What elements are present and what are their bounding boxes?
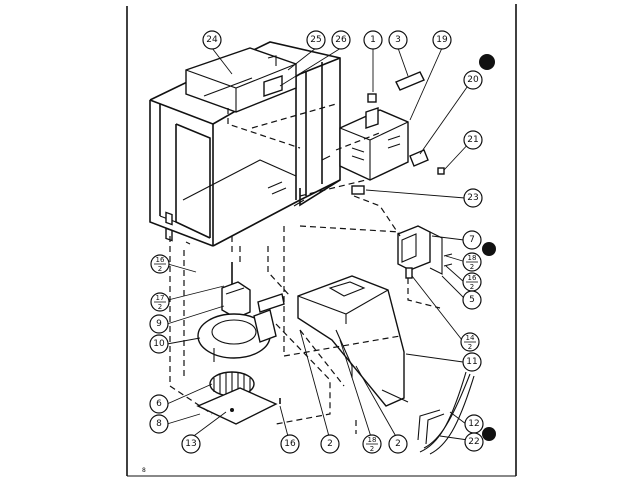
svg-text:19: 19 — [436, 35, 448, 45]
bracket-small-part — [351, 185, 365, 195]
svg-text:2: 2 — [470, 283, 474, 291]
top-cover-part — [185, 47, 297, 113]
svg-text:5: 5 — [469, 295, 475, 305]
svg-text:12: 12 — [468, 419, 479, 429]
cabinet-frame — [149, 41, 341, 247]
svg-text:22: 22 — [468, 437, 479, 447]
svg-text:18: 18 — [368, 436, 377, 444]
tube-part — [395, 71, 425, 91]
fan-motor-part — [221, 281, 285, 319]
svg-text:2: 2 — [395, 439, 401, 449]
callout-24: 24 — [202, 30, 222, 50]
svg-text:26: 26 — [335, 35, 347, 45]
callout-16-2-right: 16 2 — [462, 272, 482, 292]
thermal-switch-part — [409, 149, 429, 167]
callout-12: 12 — [464, 414, 484, 434]
callout-18-2-bottom: 18 2 — [362, 434, 382, 454]
callout-17-2: 17 2 — [150, 292, 170, 312]
callout-26: 26 — [331, 30, 351, 50]
svg-text:25: 25 — [310, 35, 321, 45]
callout-5: 5 — [462, 290, 482, 310]
svg-text:11: 11 — [466, 357, 477, 367]
nut-part — [367, 93, 377, 103]
svg-text:13: 13 — [185, 439, 196, 449]
callout-14-2: 14 2 — [460, 332, 480, 352]
callout-18-2: 18 2 — [462, 252, 482, 272]
callout-23: 23 — [463, 188, 483, 208]
svg-text:6: 6 — [156, 399, 162, 409]
screw-part — [437, 167, 445, 175]
callout-11: 11 — [462, 352, 482, 372]
svg-text:3: 3 — [395, 35, 401, 45]
callout-21: 21 — [463, 130, 483, 150]
svg-text:24: 24 — [206, 35, 218, 45]
callout-9: 9 — [149, 314, 169, 334]
callout-25: 25 — [306, 30, 326, 50]
callout-16: 16 — [280, 434, 300, 454]
svg-text:16: 16 — [468, 274, 477, 282]
callout-leaders — [166, 47, 473, 445]
screws-pair — [443, 253, 453, 267]
air-duct-part — [297, 275, 409, 407]
switch-bracket-part — [397, 225, 443, 279]
callout-6: 6 — [149, 394, 169, 414]
callout-13: 13 — [181, 434, 201, 454]
registration-dot-bottom — [482, 427, 496, 441]
callout-20: 20 — [463, 70, 483, 90]
callout-16-2-left: 16 2 — [150, 254, 170, 274]
svg-text:16: 16 — [156, 256, 165, 264]
callout-19: 19 — [432, 30, 452, 50]
svg-text:2: 2 — [158, 265, 162, 273]
wire-harness-part — [417, 371, 475, 455]
svg-text:2: 2 — [468, 343, 472, 351]
callout-8: 8 — [149, 414, 169, 434]
registration-dot-top — [479, 54, 495, 70]
base-plate-part — [196, 387, 278, 425]
callout-2-right: 2 — [388, 434, 408, 454]
svg-text:8: 8 — [156, 419, 162, 429]
callout-10: 10 — [149, 334, 169, 354]
registration-dot-middle — [482, 242, 496, 256]
svg-text:9: 9 — [156, 319, 162, 329]
assembly-guide-lines — [169, 103, 441, 434]
svg-text:7: 7 — [469, 235, 475, 245]
svg-text:10: 10 — [153, 339, 165, 349]
svg-text:17: 17 — [156, 294, 165, 302]
magnetron-part — [339, 107, 409, 181]
callout-7: 7 — [462, 230, 482, 250]
svg-text:2: 2 — [470, 263, 474, 271]
bracket-parts — [263, 55, 283, 97]
svg-text:2: 2 — [158, 303, 162, 311]
callout-22: 22 — [464, 432, 484, 452]
svg-text:16: 16 — [284, 439, 296, 449]
corner-mark: 8 — [142, 467, 146, 474]
svg-text:2: 2 — [370, 445, 374, 453]
callout-2-left: 2 — [320, 434, 340, 454]
callout-3: 3 — [388, 30, 408, 50]
svg-text:20: 20 — [467, 75, 479, 85]
svg-text:2: 2 — [327, 439, 333, 449]
blower-housing-part — [197, 309, 277, 362]
svg-text:14: 14 — [466, 334, 475, 342]
svg-text:21: 21 — [467, 135, 478, 145]
svg-text:18: 18 — [468, 254, 477, 262]
callout-1: 1 — [363, 30, 383, 50]
svg-text:23: 23 — [467, 193, 478, 203]
svg-text:1: 1 — [370, 35, 376, 45]
